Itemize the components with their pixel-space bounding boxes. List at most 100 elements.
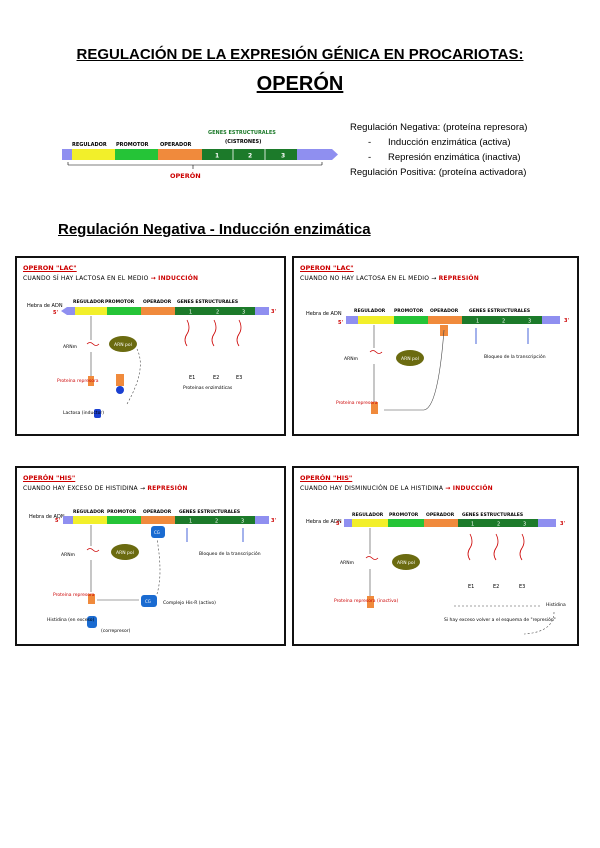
legend-represion: Represión enzimática (inactiva): [388, 152, 521, 163]
legend-induccion: Inducción enzimática (activa): [388, 137, 511, 148]
label-operador: OPERADOR: [160, 142, 191, 148]
svg-text:1: 1: [476, 319, 479, 325]
svg-text:Proteína represora (inactiva): Proteína represora (inactiva): [334, 597, 399, 604]
svg-text:ARN pol: ARN pol: [116, 550, 134, 556]
svg-text:E1: E1: [189, 375, 195, 381]
svg-text:3': 3': [560, 521, 565, 527]
svg-text:Proteína represora: Proteína represora: [57, 377, 99, 384]
svg-text:REGULADOR: REGULADOR: [352, 512, 384, 518]
svg-text:ARN pol: ARN pol: [397, 560, 415, 566]
svg-text:REGULADOR: REGULADOR: [73, 509, 105, 515]
svg-text:CG: CG: [145, 599, 151, 604]
svg-text:OPERADOR: OPERADOR: [143, 299, 172, 305]
svg-text:E1: E1: [468, 584, 474, 590]
svg-text:2: 2: [248, 153, 252, 160]
svg-text:ARNm: ARNm: [63, 344, 77, 350]
svg-text:Lactosa (inductor): Lactosa (inductor): [63, 410, 104, 416]
svg-text:Bloqueo de la transcripción: Bloqueo de la transcripción: [484, 353, 546, 360]
svg-text:ARNm: ARNm: [61, 552, 75, 558]
svg-text:GENES ESTRUCTURALES: GENES ESTRUCTURALES: [462, 512, 523, 518]
panel-subtitle: CUANDO HAY DISMINUCIÓN DE LA HISTIDINA →…: [300, 485, 493, 492]
panel-title: OPERON "LAC": [23, 264, 77, 272]
svg-text:Histidina: Histidina: [546, 602, 566, 608]
svg-text:1: 1: [471, 522, 474, 528]
svg-text:OPERADOR: OPERADOR: [430, 308, 459, 314]
svg-text:2: 2: [502, 319, 505, 325]
svg-text:Proteínas enzimáticas: Proteínas enzimáticas: [183, 384, 233, 391]
svg-text:Hebra de ADN: Hebra de ADN: [29, 514, 65, 520]
svg-text:3': 3': [564, 318, 569, 324]
panel-title: OPERON "LAC": [300, 264, 354, 272]
segment-operador: [158, 149, 202, 160]
regulation-legend: Regulación Negativa: (proteína represora…: [350, 122, 528, 178]
svg-text:Hebra de ADN: Hebra de ADN: [27, 303, 63, 309]
svg-text:3: 3: [242, 310, 245, 316]
page-subtitle: OPERÓN: [256, 73, 344, 95]
svg-text:Complejo His-R (activo): Complejo His-R (activo): [163, 600, 216, 606]
label-regulador: REGULADOR: [72, 142, 107, 148]
svg-text:2: 2: [215, 519, 218, 525]
svg-text:E2: E2: [213, 375, 219, 381]
svg-text:5': 5': [338, 320, 343, 326]
svg-text:2: 2: [497, 522, 500, 528]
svg-text:OPERADOR: OPERADOR: [426, 512, 455, 518]
svg-text:PROMOTOR: PROMOTOR: [394, 308, 424, 314]
svg-text:3: 3: [523, 522, 526, 528]
panel-his-represion: OPERÓN "HIS" CUANDO HAY EXCESO DE HISTID…: [15, 466, 286, 646]
svg-text:ARNm: ARNm: [344, 356, 358, 362]
svg-text:CG: CG: [154, 530, 160, 535]
segment-genes: [202, 149, 297, 160]
svg-text:ARN pol: ARN pol: [114, 342, 132, 348]
svg-text:OPERADOR: OPERADOR: [143, 509, 172, 515]
panel-title: OPERÓN "HIS": [23, 474, 76, 482]
svg-text:3: 3: [528, 319, 531, 325]
panel-his-induccion: OPERÓN "HIS" CUANDO HAY DISMINUCIÓN DE L…: [292, 466, 579, 646]
segment-regulador: [72, 149, 115, 160]
svg-text:E2: E2: [493, 584, 499, 590]
legend-negative: Regulación Negativa: (proteína represora…: [350, 122, 528, 133]
panel-subtitle: CUANDO NO HAY LACTOSA EN EL MEDIO → REPR…: [300, 275, 479, 282]
svg-text:3: 3: [281, 153, 285, 160]
svg-text:(correpresor): (correpresor): [101, 628, 131, 634]
svg-text:3': 3': [271, 309, 276, 315]
svg-text:Proteína represora: Proteína represora: [336, 399, 378, 406]
svg-text:Bloqueo de la transcripción: Bloqueo de la transcripción: [199, 550, 261, 557]
svg-text:2: 2: [216, 310, 219, 316]
svg-text:5': 5': [53, 310, 58, 316]
svg-text:1: 1: [189, 519, 192, 525]
svg-text:3': 3': [271, 518, 276, 524]
label-promotor: PROMOTOR: [116, 142, 149, 148]
label-operon: OPERÓN: [170, 171, 201, 180]
svg-text:GENES ESTRUCTURALES: GENES ESTRUCTURALES: [177, 299, 238, 305]
panel-subtitle: CUANDO SÍ HAY LACTOSA EN EL MEDIO → INDU…: [23, 275, 199, 282]
svg-text:REGULADOR: REGULADOR: [73, 299, 105, 305]
panel-subtitle: CUANDO HAY EXCESO DE HISTIDINA → REPRESI…: [23, 485, 188, 492]
svg-text:1: 1: [215, 153, 219, 160]
panel-lac-induccion: OPERON "LAC" CUANDO SÍ HAY LACTOSA EN EL…: [15, 256, 286, 436]
svg-text:GENES ESTRUCTURALES: GENES ESTRUCTURALES: [179, 509, 240, 515]
svg-text:5': 5': [336, 521, 341, 527]
label-cistrones: (CISTRONES): [225, 139, 261, 145]
svg-text:PROMOTOR: PROMOTOR: [105, 299, 135, 305]
svg-text:5': 5': [55, 518, 60, 524]
legend-positive: Regulación Positiva: (proteína activador…: [350, 167, 527, 178]
svg-text:Hebra de ADN: Hebra de ADN: [306, 311, 342, 317]
svg-text:3: 3: [241, 519, 244, 525]
panel-lac-represion: OPERON "LAC" CUANDO NO HAY LACTOSA EN EL…: [292, 256, 579, 436]
svg-text:E3: E3: [236, 375, 242, 381]
svg-text:E3: E3: [519, 584, 525, 590]
svg-text:PROMOTOR: PROMOTOR: [107, 509, 137, 515]
svg-text:ARNm: ARNm: [340, 560, 354, 566]
svg-text:Hebra de ADN: Hebra de ADN: [306, 519, 342, 525]
panel-title: OPERÓN "HIS": [300, 474, 353, 482]
segment-promotor: [115, 149, 158, 160]
label-genes: GENES ESTRUCTURALES: [208, 130, 276, 136]
svg-text:Histidina (en exceso): Histidina (en exceso): [47, 617, 95, 623]
svg-text:Si hay exceso volver a el esqu: Si hay exceso volver a el esquema de "re…: [444, 616, 556, 623]
svg-text:ARN pol: ARN pol: [401, 356, 419, 362]
page-title: REGULACIÓN DE LA EXPRESIÓN GÉNICA EN PRO…: [76, 46, 524, 63]
svg-text:Proteína represora: Proteína represora: [53, 591, 95, 598]
section-title: Regulación Negativa - Inducción enzimáti…: [58, 221, 371, 238]
operon-diagram: REGULADOR PROMOTOR OPERADOR GENES ESTRUC…: [62, 130, 338, 180]
svg-text:REGULADOR: REGULADOR: [354, 308, 386, 314]
